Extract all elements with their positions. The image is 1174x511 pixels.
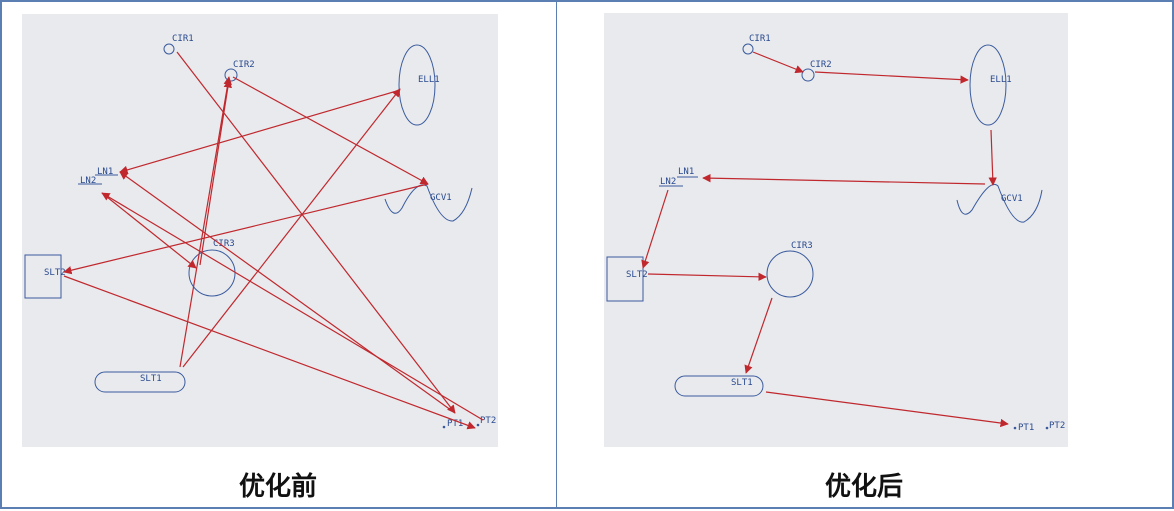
- arrow-before: [199, 79, 232, 266]
- label-ln1: LN1: [97, 167, 113, 177]
- arrow-before: [63, 183, 429, 275]
- label-pt2: PT2: [1049, 421, 1065, 431]
- shape-ell1: [398, 44, 436, 126]
- shape-gcv1: [384, 184, 473, 222]
- label-cir1: CIR1: [749, 34, 771, 44]
- arrow-before: [63, 275, 476, 430]
- shape-ell1: [969, 44, 1007, 126]
- shape-cir1: [742, 43, 754, 55]
- label-slt1: SLT1: [731, 378, 753, 388]
- arrow-after: [647, 272, 767, 282]
- shape-slt1: [674, 375, 764, 397]
- panel-before-background: [22, 14, 498, 447]
- arrow-after: [752, 51, 804, 74]
- label-ln2: LN2: [660, 177, 676, 187]
- label-slt2: SLT2: [44, 268, 66, 278]
- arrow-before: [119, 89, 401, 174]
- arrow-after: [641, 189, 669, 269]
- arrow-before: [182, 88, 401, 368]
- label-gcv1: GCV1: [1001, 194, 1023, 204]
- arrow-before: [101, 192, 484, 421]
- shape-cir1: [163, 43, 175, 55]
- arrow-before: [232, 76, 429, 185]
- shape-cir2: [801, 68, 815, 82]
- label-gcv1: GCV1: [430, 193, 452, 203]
- shape-slt2: [606, 256, 644, 302]
- label-pt2: PT2: [480, 416, 496, 426]
- arrow-after: [988, 129, 997, 186]
- label-ell1: ELL1: [418, 75, 440, 85]
- panel-after-frame: [556, 0, 1174, 509]
- label-ln1: LN1: [678, 167, 694, 177]
- label-cir2: CIR2: [810, 60, 832, 70]
- label-ln2: LN2: [80, 176, 96, 186]
- label-cir1: CIR1: [172, 34, 194, 44]
- label-slt2: SLT2: [626, 270, 648, 280]
- arrow-after: [814, 71, 969, 84]
- caption-after: 优化后: [824, 472, 903, 502]
- arrow-after: [765, 391, 1009, 428]
- label-ell1: ELL1: [990, 75, 1012, 85]
- label-slt1: SLT1: [140, 374, 162, 384]
- label-cir3: CIR3: [213, 239, 235, 249]
- caption-before: 优化前: [238, 472, 317, 502]
- label-pt1: PT1: [1018, 423, 1034, 433]
- shape-pt1: [1013, 426, 1017, 430]
- shape-slt2: [24, 254, 62, 299]
- shape-pt2: [1045, 426, 1049, 430]
- arrow-before: [179, 76, 232, 368]
- shape-slt1: [94, 371, 186, 393]
- shape-pt2: [476, 423, 480, 427]
- panel-after-background: [604, 13, 1068, 447]
- arrow-after: [744, 297, 773, 374]
- shape-cir3: [188, 249, 236, 297]
- shape-cir3: [766, 250, 814, 298]
- arrow-before: [119, 171, 456, 414]
- label-pt1: PT1: [447, 419, 463, 429]
- label-cir2: CIR2: [233, 60, 255, 70]
- shape-gcv1: [956, 184, 1043, 223]
- shape-pt1: [442, 425, 446, 429]
- arrow-before: [101, 192, 197, 269]
- label-cir3: CIR3: [791, 241, 813, 251]
- arrow-after: [702, 173, 986, 185]
